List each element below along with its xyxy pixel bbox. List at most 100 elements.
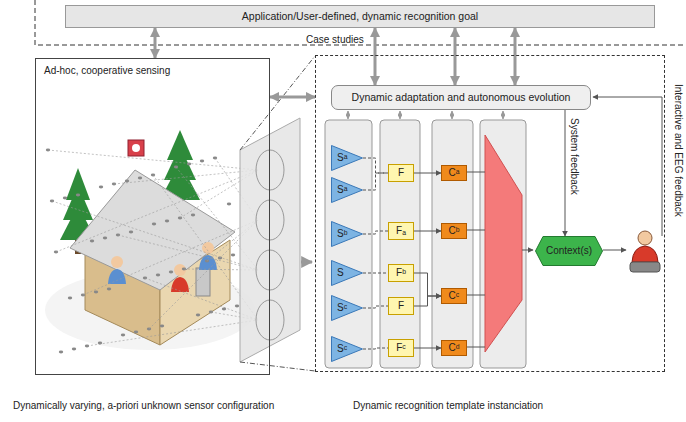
adaptation-box: Dynamic adaptation and autonomous evolut… [331,85,591,110]
triangle-outline [331,260,363,286]
arrow-connector [414,173,441,174]
feature-box: F [388,164,414,182]
triangle-shape [332,337,363,362]
node-label: Fᶜ [396,342,406,354]
arrow-connector [414,296,441,306]
sensor-dot [129,231,133,234]
arrow-connector [454,28,457,85]
feature-box: Fᶜ [388,339,414,357]
sensor-dot [227,203,231,206]
arrow-connector [154,28,157,58]
arrow-connector [414,348,441,349]
sensor-dot [121,334,125,337]
sensor-triangle: Sᵃ [331,177,363,203]
sensor-dot [125,180,129,183]
node-label: Sᶜ [337,302,347,314]
column-panel [432,120,473,368]
arrow-connector [514,28,517,85]
sensor-dot [196,314,200,317]
sensor-dot [156,274,160,277]
dashed-link [363,158,388,173]
triangle-shape [332,146,363,171]
sensor-dot [107,288,111,291]
sensor-ray [52,201,258,270]
adaptation-arrows [348,111,503,119]
sensor-ray [48,150,258,170]
triangle-shape [332,296,363,321]
node-label: Sᵇ [337,228,347,240]
node-label: Sᵃ [337,152,347,164]
column-panel [480,120,526,368]
dashed-link [363,273,388,274]
goal-band: Application/User-defined, dynamic recogn… [65,5,655,28]
sensor-dot [165,220,169,223]
sensor-triangle: Sᵇ [331,221,363,247]
sensor-dot [63,197,67,200]
node-label: Cᵈ [449,342,460,354]
feedback-wire [593,97,662,236]
sensor-ray [114,170,258,184]
sensor-ray [83,220,258,295]
sensor-dot [68,297,72,300]
sensor-triangle: Sᶜ [331,336,363,362]
sensor-dot [103,237,107,240]
node-label: Ad-hoc, cooperative sensing [44,65,170,77]
triangle-shape [332,178,363,203]
triangle-shape [332,222,363,247]
sensor-ray [118,235,258,270]
hexagon-shape [536,237,603,266]
arrow-connector [414,273,441,296]
column-panel [380,120,420,368]
feature-box: Fₐ [388,222,414,240]
column-panel [325,120,372,368]
classifier-box: Cᵈ [441,340,467,356]
region-outline [35,0,686,45]
sensor-dot [94,291,98,294]
sensor-dot [152,223,156,226]
context-hexagon: Context(s) [535,236,603,266]
sensor-dot [134,331,138,334]
house-illustration [45,56,315,371]
section-label: Case studies [306,34,364,46]
fusion-trapezoid [485,135,522,352]
dashed-link [363,231,388,234]
sensor-dot [191,214,195,217]
node-label: S [337,267,344,279]
sensor-dot [231,254,235,257]
caption-text: Dynamically varying, a-priori unknown se… [13,400,274,412]
node-label: Fᵇ [396,267,406,279]
node-label: Sᶜ [337,343,347,355]
node-label: Application/User-defined, dynamic recogn… [242,10,478,22]
sensor-dot [169,271,173,274]
node-label: Sᵃ [337,184,347,196]
arrow-connector [565,110,566,236]
sensor-triangle: Sᶜ [331,295,363,321]
arrow-connector [270,96,315,99]
sensor-dot [160,325,164,328]
classifier-box: Cᶜ [441,288,467,304]
classifier-box: Cᵇ [441,223,467,239]
user-icon [630,231,660,272]
node-label: Fₐ [396,225,406,237]
sensor-dot [76,194,80,197]
triangle-shape [332,261,363,286]
sensor-triangle: Sᵃ [331,145,363,171]
arrow-connector [414,231,441,232]
feature-box: Fᵇ [388,264,414,282]
dashed-link [363,306,388,308]
node-label: Context(s) [546,245,592,257]
caption-text: Dynamic recognition template instanciati… [353,400,543,412]
sensor-dot [138,177,142,180]
dashed-link [363,173,388,190]
fusion-wires [466,172,626,347]
sensor-dot [200,160,204,163]
node-label: Cᵃ [449,167,460,179]
node-label: Cᶜ [449,290,460,302]
sensor-ray [87,320,258,346]
dashed-link [363,348,388,349]
sensing-panel: Ad-hoc, cooperative sensingDynamically v… [35,58,270,375]
classifier-box: Cᵃ [441,165,467,181]
recognition-region: Dynamic recognition template instanciati… [315,55,665,372]
